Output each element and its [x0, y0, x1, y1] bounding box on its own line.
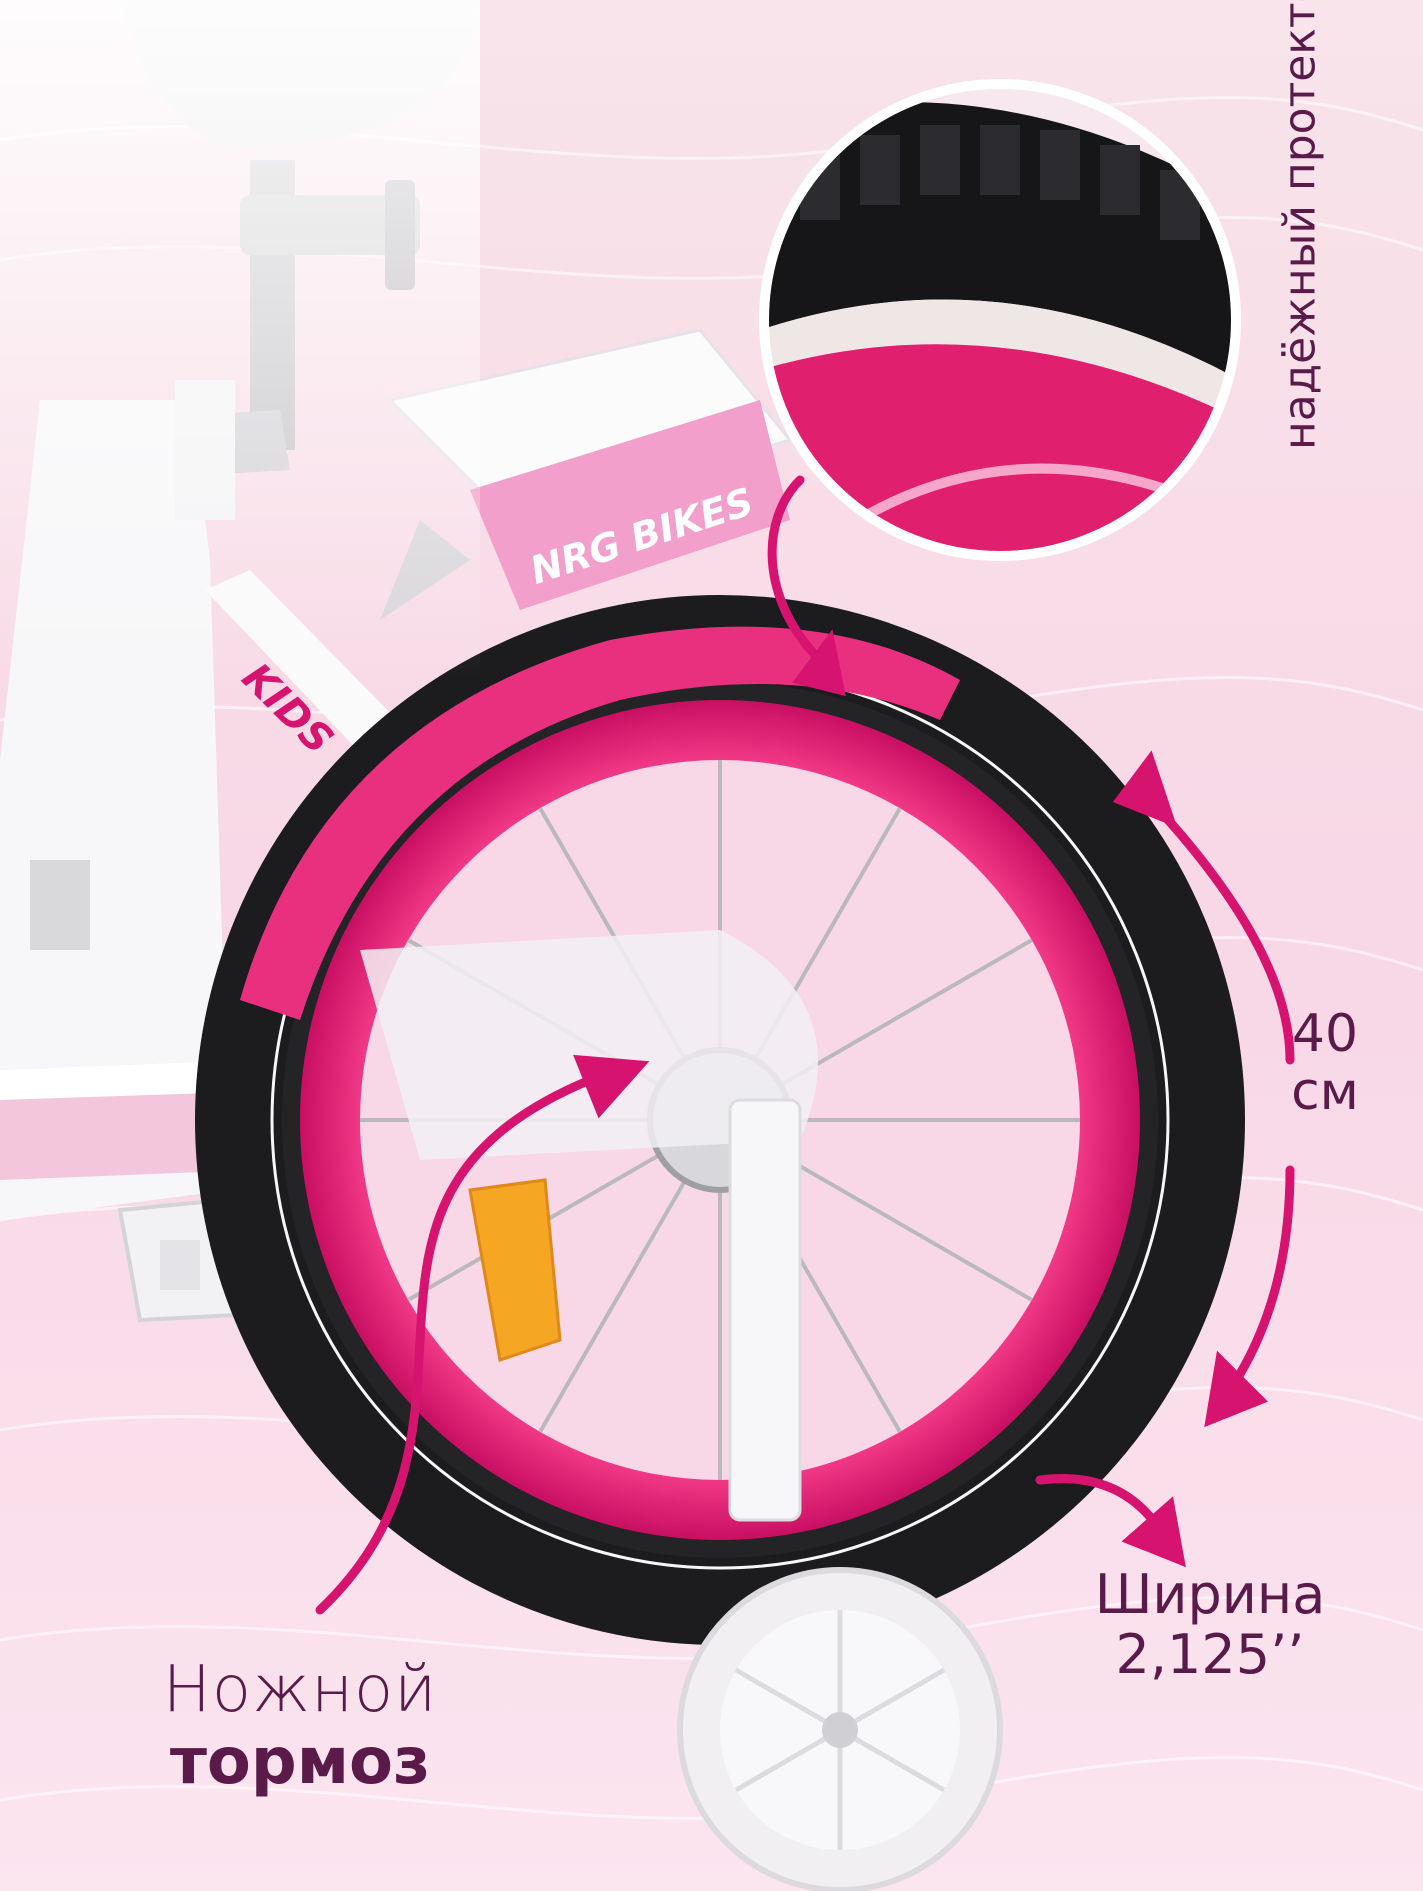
brake-arrow-line	[315, 1075, 595, 1615]
diameter-arrowhead-bottom	[1204, 1350, 1269, 1428]
width-arrowhead	[1121, 1496, 1186, 1568]
brake-label-line1: Ножной	[162, 1653, 438, 1727]
width-label-text: Ширина	[1094, 1563, 1326, 1626]
diameter-arrow-top	[1145, 795, 1295, 1065]
brake-arrowhead	[573, 1054, 650, 1119]
tread-arrow-line	[767, 475, 825, 665]
diameter-value: 40	[1291, 1004, 1359, 1064]
width-label: Ширина 2,125’’	[1080, 1563, 1340, 1687]
diameter-arrow-bottom	[1225, 1165, 1295, 1395]
reflector	[468, 1178, 562, 1362]
frame-haze	[0, 0, 480, 1230]
width-value: 2,125’’	[1115, 1623, 1305, 1687]
brake-label-line2: тормоз	[169, 1724, 431, 1799]
brake-label: Ножной тормоз	[140, 1653, 460, 1799]
diameter-unit: см	[1291, 1062, 1359, 1123]
diameter-label: 40 см	[1255, 1005, 1395, 1121]
annotation-arrows	[315, 475, 1295, 1615]
tread-arrow-head	[792, 629, 846, 697]
tread-label-text: надёжный протектор	[1274, 0, 1326, 450]
tread-zoom-inset	[759, 79, 1241, 561]
diameter-arrowhead-top	[1112, 750, 1178, 828]
training-wheel	[677, 1098, 1003, 1891]
